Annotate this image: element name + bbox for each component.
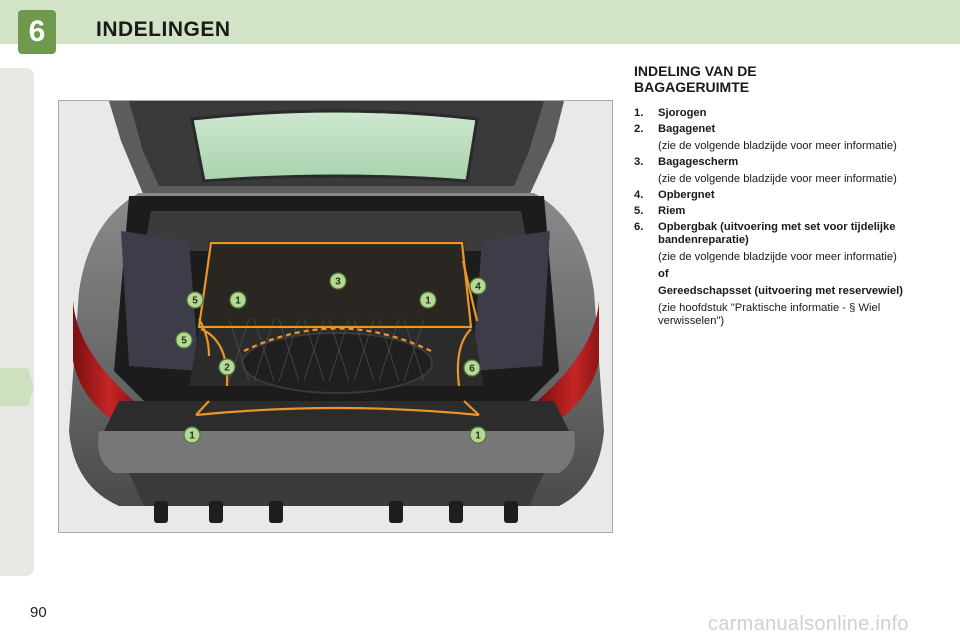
item-alt-note: (zie hoofdstuk "Praktische informatie - … [658, 302, 881, 327]
item-label: Sjorogen [658, 107, 707, 119]
callout-markers: 1 1 1 1 2 3 4 5 5 6 [175, 272, 487, 444]
item-number: 2. [634, 123, 644, 135]
header-band [0, 0, 960, 44]
item-note: (zie de volgende bladzijde voor meer inf… [658, 251, 897, 263]
item-note: (zie de volgende bladzijde voor meer inf… [658, 173, 897, 185]
page-number: 90 [30, 604, 47, 621]
callout-label-4: 4 [475, 282, 481, 293]
item-label: Opbergnet [658, 189, 715, 201]
item-number: 1. [634, 107, 644, 119]
item-label: Opbergbak (uitvoering met set voor tijde… [658, 221, 896, 246]
legend-item-2: 2. Bagagenet (zie de volgende bladzijde … [634, 123, 934, 153]
item-number: 4. [634, 189, 644, 201]
callout-label-1: 1 [235, 296, 241, 307]
callout-label-1: 1 [189, 431, 195, 442]
legend-item-4: 4. Opbergnet [634, 189, 934, 202]
callout-label-5: 5 [192, 296, 198, 307]
car-trunk-drawing: 1 1 1 1 2 3 4 5 5 6 [69, 101, 604, 523]
chapter-number-tab: 6 [18, 10, 56, 54]
item-conjunction: of [658, 268, 669, 280]
legend-item-1: 1. Sjorogen [634, 107, 934, 120]
item-label: Riem [658, 205, 686, 217]
callout-label-2: 2 [224, 363, 230, 374]
trunk-illustration: 1 1 1 1 2 3 4 5 5 6 [58, 100, 613, 533]
legend-column: INDELING VAN DE BAGAGERUIMTE 1. Sjorogen… [634, 63, 934, 331]
legend-item-6: 6. Opbergbak (uitvoering met set voor ti… [634, 221, 934, 328]
item-number: 3. [634, 156, 644, 168]
item-label: Bagagenet [658, 123, 716, 135]
callout-label-6: 6 [469, 364, 475, 375]
side-strip [0, 68, 34, 576]
item-number: 5. [634, 205, 644, 217]
legend-item-5: 5. Riem [634, 205, 934, 218]
item-note: (zie de volgende bladzijde voor meer inf… [658, 140, 897, 152]
watermark: carmanualsonline.info [708, 613, 909, 635]
chapter-title: INDELINGEN [96, 18, 231, 41]
callout-label-1: 1 [425, 296, 431, 307]
item-alt-label: Gereedschapsset (uitvoering met reservew… [658, 285, 903, 297]
section-title: INDELING VAN DE BAGAGERUIMTE [634, 63, 757, 95]
callout-label-1: 1 [475, 431, 481, 442]
callout-label-5: 5 [181, 336, 187, 347]
callout-label-3: 3 [335, 277, 341, 288]
item-number: 6. [634, 221, 644, 233]
legend-item-3: 3. Bagagescherm (zie de volgende bladzij… [634, 156, 934, 186]
item-label: Bagagescherm [658, 156, 739, 168]
chapter-marker [0, 368, 34, 406]
